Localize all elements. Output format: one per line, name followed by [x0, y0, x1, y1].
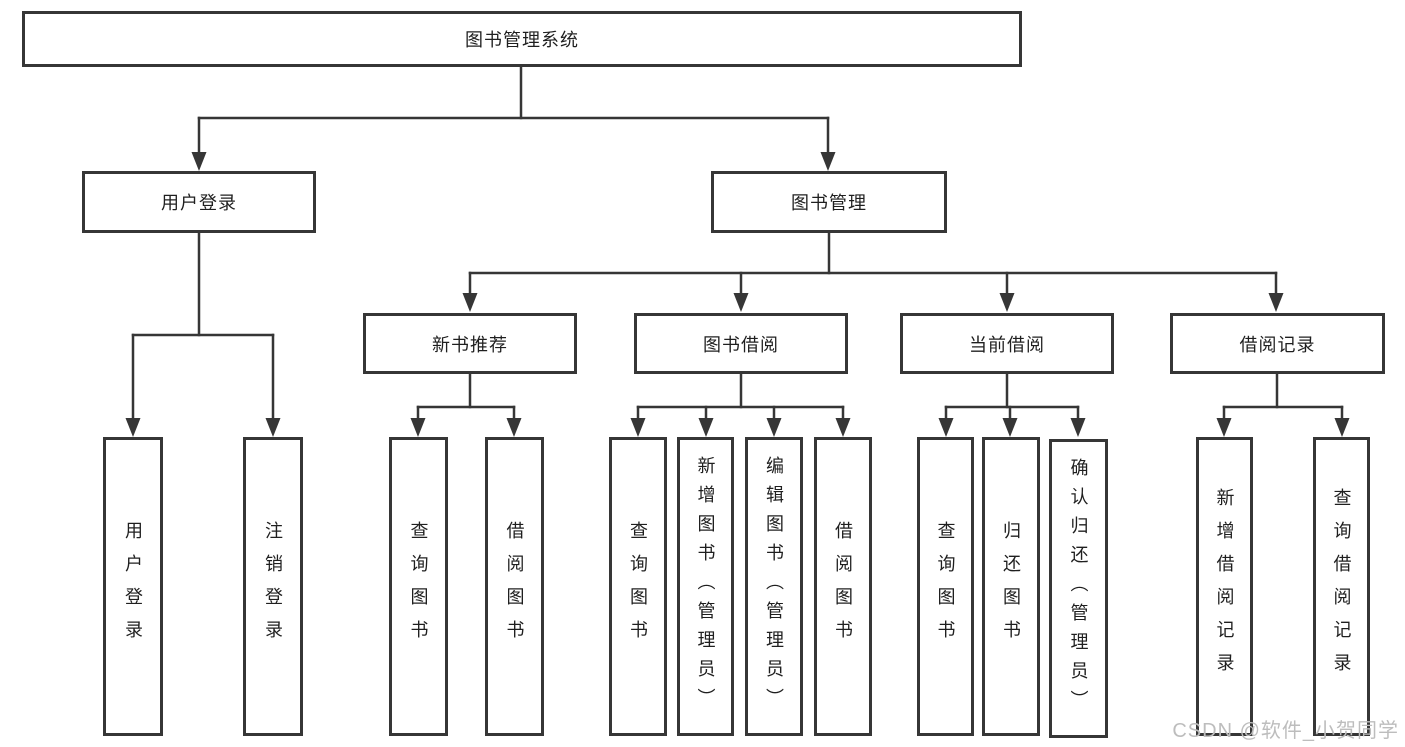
- node-borrowing-records-label: 借阅记录: [1239, 334, 1316, 355]
- leaf-query-books-recommend-label: 查询图书: [408, 520, 429, 653]
- leaf-borrow-books-borrowing: 借阅图书: [814, 437, 872, 736]
- node-new-book-recommendation-label: 新书推荐: [432, 334, 508, 355]
- leaf-query-borrow-record: 查询借阅记录: [1313, 437, 1370, 736]
- leaf-user-login: 用户登录: [103, 437, 163, 736]
- leaf-add-borrow-record: 新增借阅记录: [1196, 437, 1253, 736]
- node-current-borrowing-label: 当前借阅: [969, 334, 1045, 355]
- node-root: 图书管理系统: [22, 11, 1022, 67]
- leaf-return-books: 归还图书: [982, 437, 1040, 736]
- node-new-book-recommendation: 新书推荐: [363, 313, 577, 374]
- leaf-confirm-return-admin-label: 确认归还（管理员）: [1068, 458, 1089, 719]
- leaf-query-borrow-record-label: 查询借阅记录: [1331, 487, 1352, 686]
- node-book-borrowing: 图书借阅: [634, 313, 848, 374]
- leaf-confirm-return-admin: 确认归还（管理员）: [1049, 439, 1108, 738]
- node-user-login-label: 用户登录: [161, 193, 237, 213]
- node-book-management-label: 图书管理: [791, 193, 867, 213]
- leaf-borrow-books-borrowing-label: 借阅图书: [833, 520, 853, 653]
- leaf-logout: 注销登录: [243, 437, 303, 736]
- node-current-borrowing: 当前借阅: [900, 313, 1114, 374]
- node-book-management: 图书管理: [711, 171, 947, 233]
- leaf-logout-label: 注销登录: [263, 520, 283, 653]
- leaf-return-books-label: 归还图书: [1001, 520, 1021, 653]
- node-borrowing-records: 借阅记录: [1170, 313, 1385, 374]
- leaf-add-books-admin: 新增图书（管理员）: [677, 437, 734, 736]
- leaf-add-borrow-record-label: 新增借阅记录: [1214, 487, 1235, 686]
- leaf-query-books-current: 查询图书: [917, 437, 974, 736]
- leaf-query-books-current-label: 查询图书: [935, 520, 956, 653]
- leaf-add-books-admin-label: 新增图书（管理员）: [695, 456, 716, 717]
- node-user-login: 用户登录: [82, 171, 316, 233]
- node-root-label: 图书管理系统: [465, 30, 579, 50]
- node-book-borrowing-label: 图书借阅: [703, 334, 779, 355]
- leaf-query-books-borrowing: 查询图书: [609, 437, 667, 736]
- leaf-edit-books-admin-label: 编辑图书（管理员）: [764, 456, 784, 717]
- leaf-query-books-borrowing-label: 查询图书: [628, 520, 648, 653]
- leaf-query-books-recommend: 查询图书: [389, 437, 448, 736]
- leaf-edit-books-admin: 编辑图书（管理员）: [745, 437, 803, 736]
- leaf-borrow-books-recommend: 借阅图书: [485, 437, 544, 736]
- leaf-user-login-label: 用户登录: [123, 520, 143, 653]
- leaf-borrow-books-recommend-label: 借阅图书: [504, 520, 525, 653]
- watermark: CSDN @软件_小贺同学: [1172, 720, 1399, 742]
